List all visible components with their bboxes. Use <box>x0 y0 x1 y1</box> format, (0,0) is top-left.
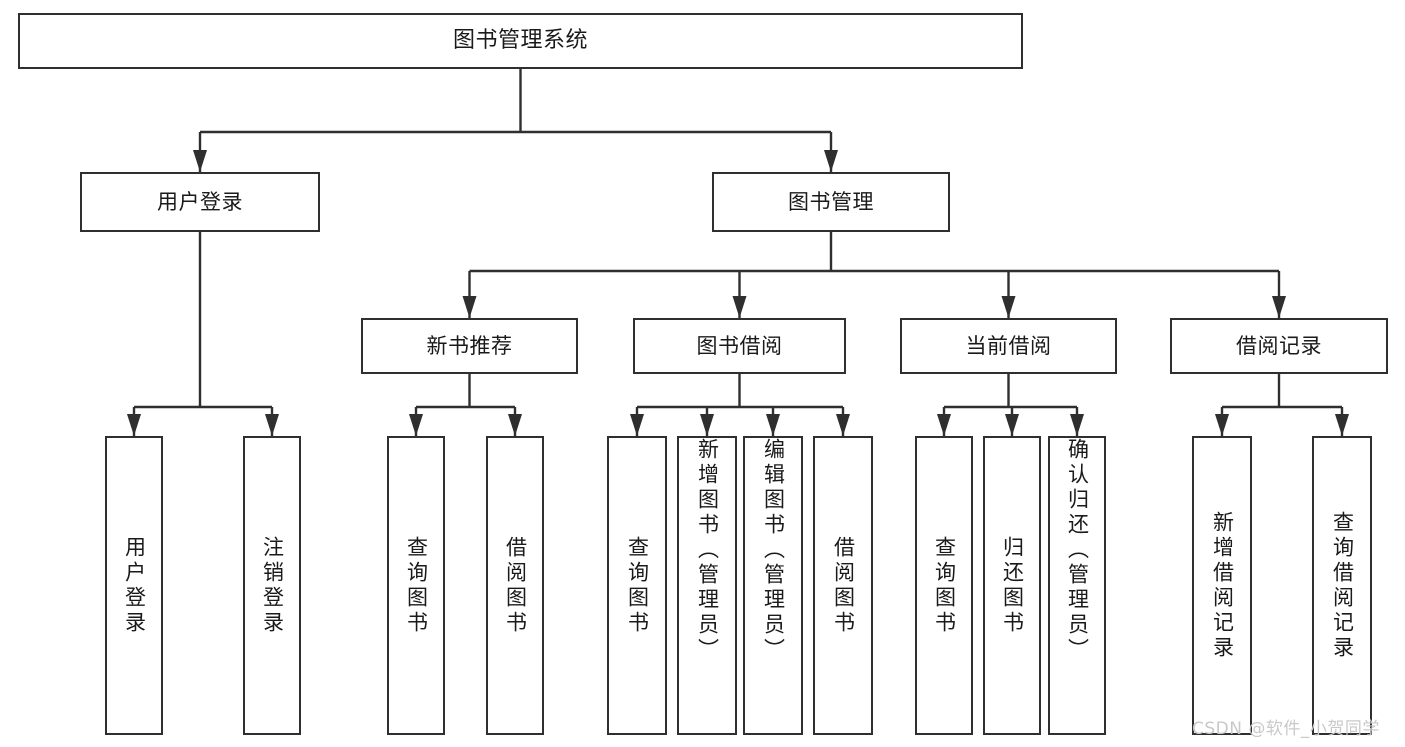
arrowhead-icon <box>630 414 644 436</box>
node-n1b: 图书管理 <box>712 172 950 232</box>
node-label: 图书管理 <box>788 189 874 214</box>
arrowhead-icon <box>1005 414 1019 436</box>
node-l6: 新增图书（管理员） <box>677 436 737 735</box>
watermark: CSDN @软件_小贺同学 <box>1192 719 1380 739</box>
node-n2b: 图书借阅 <box>633 318 846 374</box>
node-label: 图书管理系统 <box>452 28 588 54</box>
node-l11: 确认归还（管理员） <box>1048 436 1106 735</box>
arrowhead-icon <box>462 296 477 318</box>
node-label: 新增借阅记录 <box>1210 510 1235 661</box>
node-label: 新书推荐 <box>426 333 513 358</box>
node-label: 查询图书 <box>404 535 429 636</box>
node-label: 用户登录 <box>122 535 147 636</box>
node-l5: 查询图书 <box>607 436 667 735</box>
node-l4: 借阅图书 <box>486 436 544 735</box>
node-n2d: 借阅记录 <box>1170 318 1388 374</box>
node-l2: 注销登录 <box>243 436 301 735</box>
node-n1a: 用户登录 <box>80 172 320 232</box>
arrowhead-icon <box>1335 414 1349 436</box>
node-label: 借阅图书 <box>831 535 856 636</box>
arrowhead-icon <box>127 414 141 436</box>
arrowhead-icon <box>265 414 279 436</box>
node-n2c: 当前借阅 <box>900 318 1117 374</box>
arrowhead-icon <box>732 296 747 318</box>
arrowhead-icon <box>1272 296 1286 318</box>
node-label: 新增图书（管理员） <box>695 438 720 663</box>
node-label: 图书借阅 <box>696 333 783 358</box>
node-l7: 编辑图书（管理员） <box>743 436 803 735</box>
arrowhead-icon <box>700 414 714 436</box>
node-label: 借阅记录 <box>1236 333 1322 358</box>
node-label: 确认归还（管理员） <box>1065 438 1090 663</box>
arrowhead-icon <box>836 414 850 436</box>
arrowhead-icon <box>1070 414 1084 436</box>
node-l9: 查询图书 <box>915 436 973 735</box>
arrowhead-icon <box>766 414 780 436</box>
node-label: 用户登录 <box>157 189 243 214</box>
arrowhead-icon <box>508 414 522 436</box>
node-label: 编辑图书（管理员） <box>761 438 786 663</box>
node-l3: 查询图书 <box>387 436 445 735</box>
node-label: 查询图书 <box>932 535 957 636</box>
node-l13: 查询借阅记录 <box>1312 436 1372 735</box>
arrowhead-icon <box>824 150 838 172</box>
node-l12: 新增借阅记录 <box>1192 436 1252 735</box>
node-label: 借阅图书 <box>503 535 528 636</box>
arrowhead-icon <box>1215 414 1229 436</box>
node-label: 归还图书 <box>1000 535 1025 636</box>
arrowhead-icon <box>937 414 951 436</box>
node-label: 注销登录 <box>260 535 285 636</box>
node-l1: 用户登录 <box>105 436 163 735</box>
arrowhead-icon <box>409 414 423 436</box>
node-n2a: 新书推荐 <box>361 318 578 374</box>
node-l8: 借阅图书 <box>813 436 873 735</box>
node-label: 当前借阅 <box>965 333 1052 358</box>
node-label: 查询图书 <box>625 535 650 636</box>
node-l10: 归还图书 <box>983 436 1041 735</box>
node-root: 图书管理系统 <box>18 13 1023 69</box>
node-label: 查询借阅记录 <box>1330 510 1355 661</box>
arrowhead-icon <box>1001 296 1016 318</box>
arrowhead-icon <box>193 150 207 172</box>
